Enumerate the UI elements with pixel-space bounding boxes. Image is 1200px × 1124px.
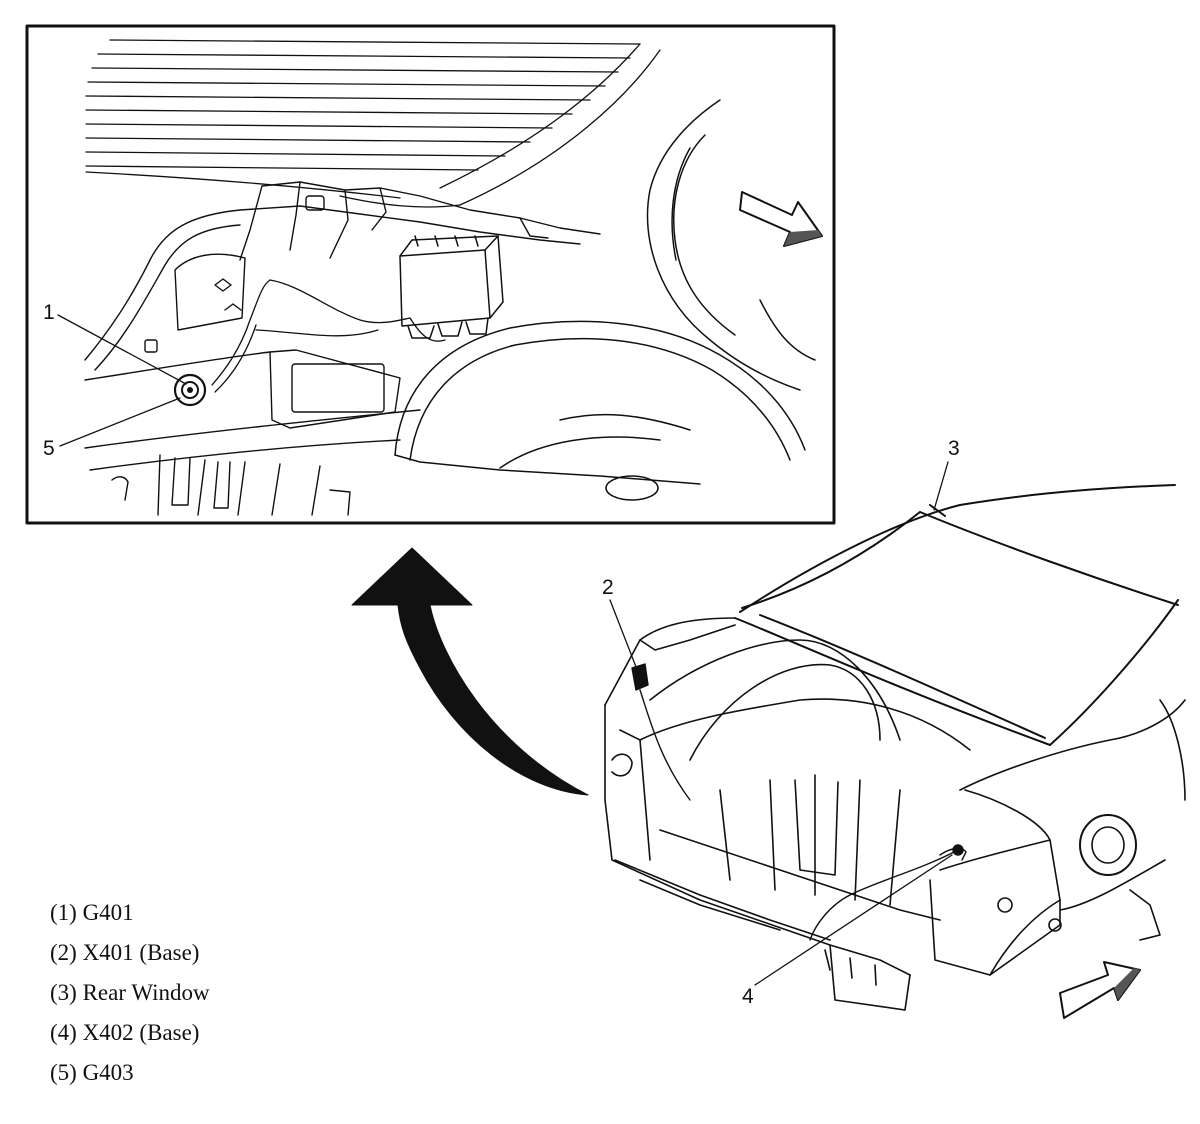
ground-stud-g401: [173, 373, 207, 407]
control-module: [399, 235, 504, 339]
callout-5: 5: [43, 437, 55, 460]
trunk-floor: [84, 349, 421, 516]
left-quarter-inner: [84, 209, 271, 381]
package-shelf: [239, 181, 601, 261]
legend-item: (1) G401: [50, 900, 134, 925]
legend-item: (2) X401 (Base): [50, 940, 200, 965]
inset-forward-arrow-icon: [739, 191, 823, 247]
roof-liner: [85, 39, 661, 208]
connector-x402: [809, 844, 967, 941]
callout-1: 1: [43, 301, 55, 324]
rear-window: [734, 484, 1179, 746]
wire-harness: [211, 279, 446, 393]
legend-item: (5) G403: [50, 1060, 134, 1085]
locator-arrow-icon: [351, 547, 589, 796]
inset-leader-lines: [57, 314, 187, 447]
legend-item: (3) Rear Window: [50, 980, 210, 1005]
vehicle-rear-view: [604, 461, 1186, 1019]
right-quarter-panel: [929, 699, 1186, 976]
right-quarter-inner: [646, 99, 816, 391]
trunk-opening: [604, 617, 971, 1011]
wheel-house: [394, 320, 806, 501]
legend-item: (4) X402 (Base): [50, 1020, 200, 1045]
legend: (1) G401 (2) X401 (Base) (3) Rear Window…: [50, 900, 210, 1100]
inset-detail-view: [25, 24, 836, 525]
connector-x401: [631, 663, 691, 801]
callout-3: 3: [948, 437, 960, 460]
callout-4: 4: [742, 985, 754, 1008]
callout-2: 2: [602, 576, 614, 599]
vehicle-forward-arrow-icon: [1059, 961, 1141, 1019]
inset-frame: [25, 24, 836, 525]
vehicle-leader-lines: [609, 461, 953, 986]
